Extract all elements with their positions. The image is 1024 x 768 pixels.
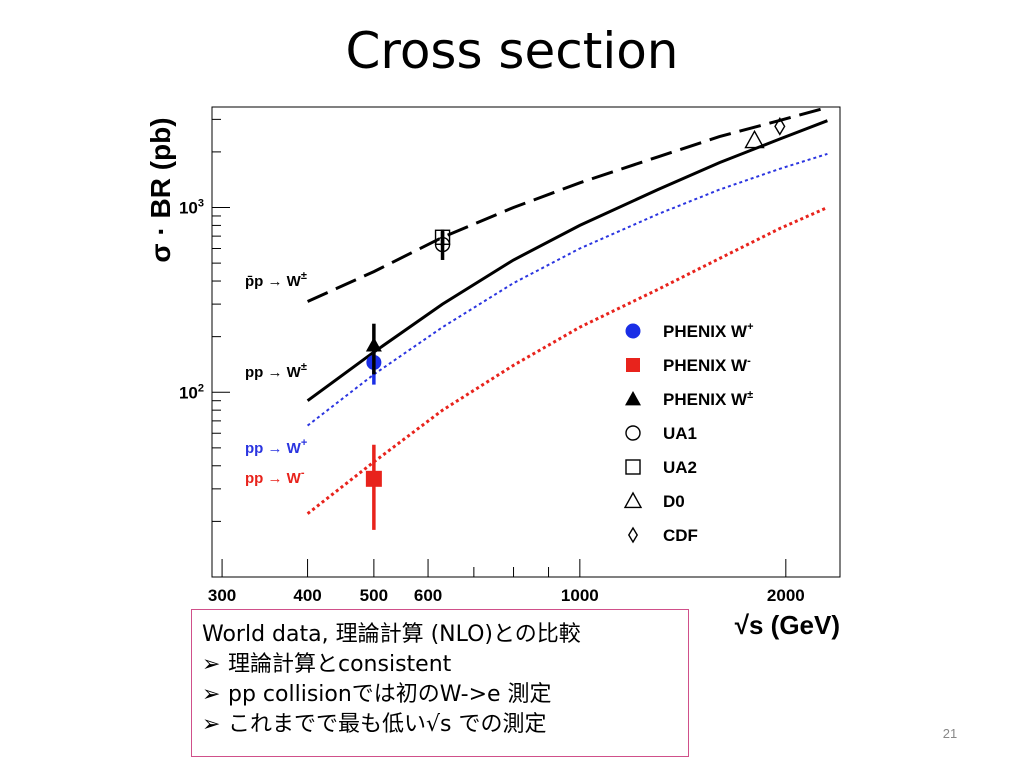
x-tick-label: 2000 [767,586,805,605]
legend-marker [623,491,643,509]
curve-label: p̄p → W± [245,270,307,290]
note-bullet-text: これまでで最も低い√s での測定 [228,712,547,737]
data-point-5 [744,129,765,149]
note-box: World data, 理論計算 (NLO)との比較 ➢ 理論計算とconsist… [191,609,689,757]
note-bullet: ➢ 理論計算とconsistent [202,650,680,680]
x-axis-label: √s (GeV) [735,610,840,640]
data-point-1 [365,470,382,487]
legend-label: D0 [663,492,685,511]
theory-curve-0 [306,106,828,303]
note-bullet-text: pp collisionでは初のW->e 測定 [228,682,552,707]
legend-label: PHENIX W± [663,389,753,409]
curve-label: pp → W- [245,467,305,487]
data-point-4 [434,229,451,245]
theory-curve-3 [306,206,829,515]
x-tick-label: 400 [293,586,321,605]
legend-marker [625,323,641,339]
x-tick-label: 600 [414,586,442,605]
y-tick-label: 102 [179,382,204,402]
legend-marker [625,425,641,441]
data-point-2 [365,337,382,352]
bullet-arrow-icon: ➢ [202,652,221,677]
legend-label: PHENIX W- [663,355,751,375]
bullet-arrow-icon: ➢ [202,712,221,737]
data-point-6 [774,116,786,136]
curve-label: pp → W+ [245,437,307,457]
bullet-arrow-icon: ➢ [202,682,221,707]
legend-marker [626,358,640,372]
y-axis-label: σ · BR (pb) [145,117,176,262]
theory-curve-2 [306,152,828,427]
x-tick-label: 300 [208,586,236,605]
legend-label: UA2 [663,458,697,477]
legend-marker [625,459,641,475]
note-bullet: ➢ pp collisionでは初のW->e 測定 [202,680,680,710]
legend-label: PHENIX W+ [663,321,754,341]
legend-marker [627,526,639,544]
curve-label: pp → W± [245,361,307,381]
legend-marker [625,391,641,406]
legend-label: CDF [663,526,698,545]
note-bullet-text: 理論計算とconsistent [228,652,452,677]
x-tick-label: 500 [360,586,388,605]
plot-frame [211,106,841,578]
page-number: 21 [942,726,958,741]
y-tick-label: 103 [179,198,204,218]
legend-label: UA1 [663,424,697,443]
note-bullet: ➢ これまでで最も低い√s での測定 [202,710,680,740]
x-tick-label: 1000 [561,586,599,605]
note-heading: World data, 理論計算 (NLO)との比較 [202,622,581,647]
slide-title: Cross section [345,22,679,80]
